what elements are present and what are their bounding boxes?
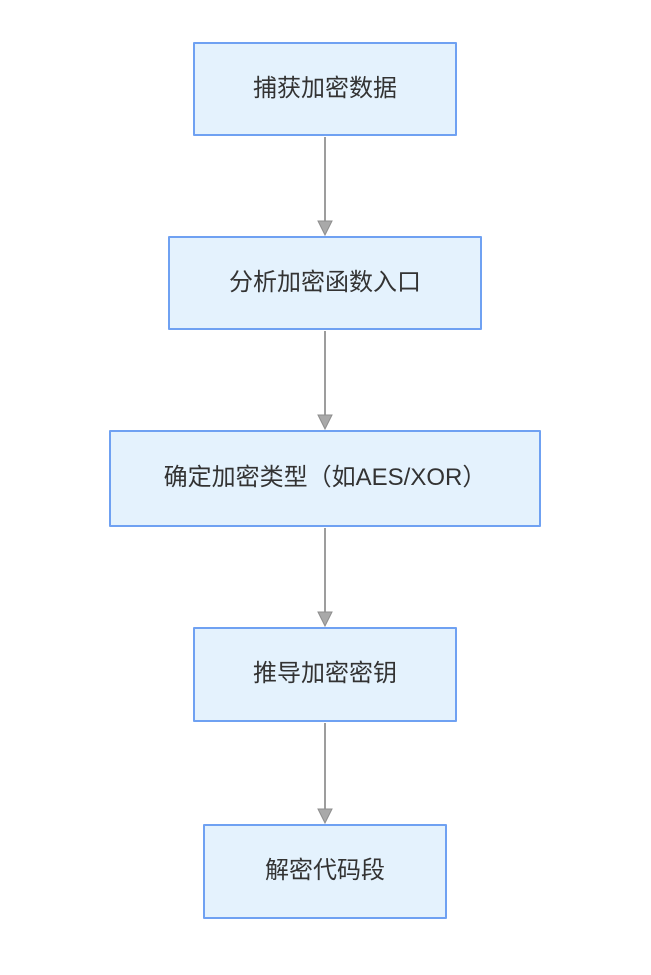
arrowhead-icon	[317, 414, 333, 431]
flow-node-capture-encrypted-data: 捕获加密数据	[193, 42, 457, 136]
arrow-4	[317, 723, 333, 825]
arrow-2	[317, 331, 333, 431]
arrow-3	[317, 528, 333, 628]
node-label: 推导加密密钥	[253, 660, 397, 688]
node-label: 解密代码段	[265, 857, 385, 885]
flow-node-analyze-encryption-entry: 分析加密函数入口	[168, 236, 482, 330]
arrowhead-icon	[317, 611, 333, 628]
arrow-1	[317, 137, 333, 237]
node-label: 确定加密类型（如AES/XOR）	[163, 464, 487, 492]
flow-node-decrypt-code-segment: 解密代码段	[203, 824, 447, 919]
node-label: 捕获加密数据	[253, 74, 397, 102]
node-label: 分析加密函数入口	[229, 268, 421, 296]
arrowhead-icon	[317, 220, 333, 237]
flow-node-derive-encryption-key: 推导加密密钥	[193, 627, 457, 722]
flow-node-determine-encryption-type: 确定加密类型（如AES/XOR）	[109, 430, 541, 527]
arrowhead-icon	[317, 808, 333, 825]
